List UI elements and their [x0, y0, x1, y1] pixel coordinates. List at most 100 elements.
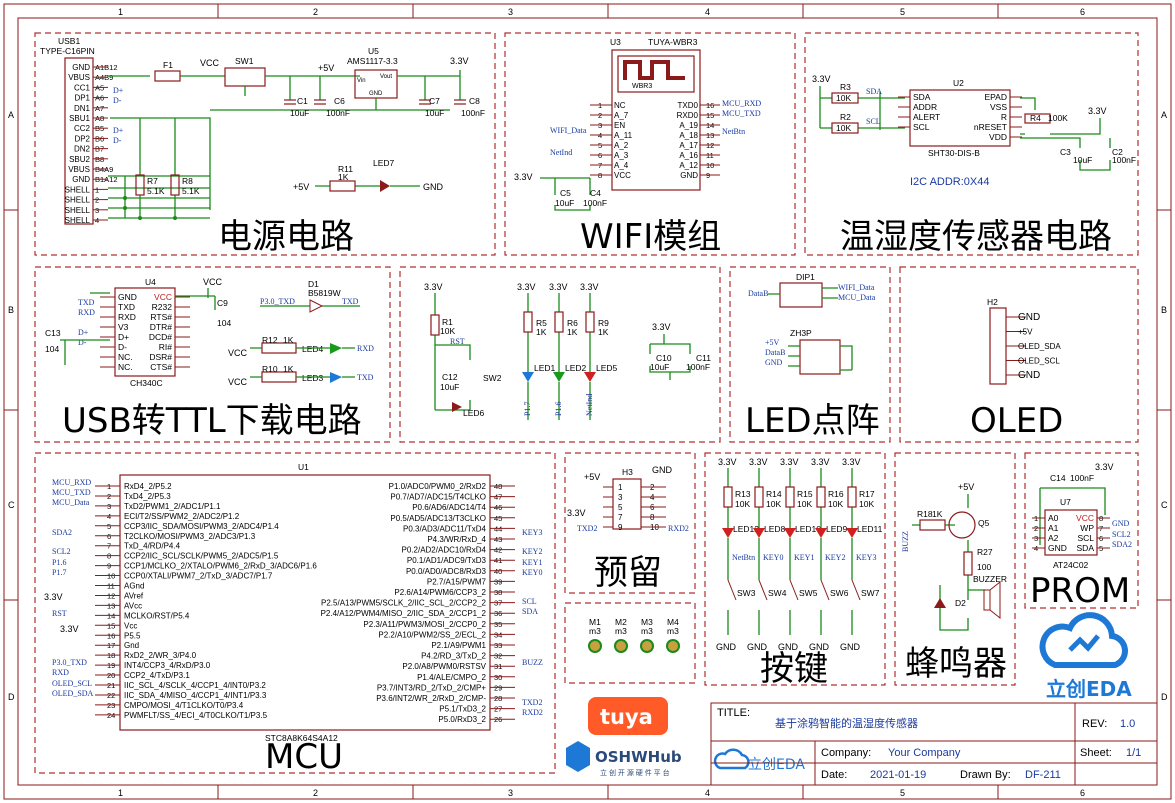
buzzer-ref: BUZZER	[973, 574, 1007, 584]
wifi-wires	[540, 177, 591, 211]
keys-circuit: 3.3VR1310KLED12NetBtnSW3GND3.3VR1410KLED…	[716, 457, 883, 652]
mcu-left-pin-19: CCP2_4/TxD/P3.1	[124, 671, 190, 680]
mcu-net-rst: RST	[52, 609, 67, 618]
wifi-net-mcu-txd: MCU_TXD	[722, 109, 761, 118]
usb-pin-5: SBU1	[69, 114, 90, 123]
u4-body	[114, 287, 176, 377]
zh3p-wires	[788, 345, 853, 371]
wifi-33v: 3.3V	[514, 172, 533, 182]
title-power: 电源电路	[218, 217, 354, 257]
c10-value: 10uF	[650, 362, 669, 372]
mcu-left-pin-4: CCP3/IIC_SDA/MOSI/PWM3_2/ADC4/P1.4	[124, 522, 279, 531]
mcu-right-pin-0: P1.0/ADC0/PWM0_2/RxD2	[389, 482, 487, 491]
tb-title: 基于涂鸦智能的温湿度传感器	[775, 716, 918, 730]
section-keys-box	[704, 452, 886, 686]
key-r-ref-3: R16	[828, 489, 844, 499]
key-sw-ref-2: SW5	[799, 588, 818, 598]
mcu-net-scl2: SCL2	[52, 547, 71, 556]
h3-33v: 3.3V	[567, 508, 586, 518]
title-sensor: 温湿度传感器电路	[840, 217, 1112, 257]
reset-circuit: 3.3V R1 10K RST C12 10uF SW2 LED6 3.3V 3…	[424, 282, 711, 420]
grid-row-b-right: B	[1161, 305, 1167, 315]
mcu-right-pin-21: P5.1/TxD3_2	[439, 705, 486, 714]
key-sw-ref-0: SW3	[737, 588, 756, 598]
hole-ref-2: M3	[641, 617, 653, 627]
buzzer-5v: +5V	[958, 482, 974, 492]
c2-value: 100nF	[1112, 155, 1136, 165]
mcu-right-pin-8: P0.0/AD0/ADC8/RxD3	[406, 567, 487, 576]
u5-gnd: GND	[369, 91, 383, 97]
prom-wires	[1039, 487, 1106, 545]
mcu-left-pin-12: AVcc	[124, 601, 142, 610]
mcu-left-pin-2: TxD2/PWM1_2/ADC1/P1.1	[124, 502, 221, 511]
usb-pin-6: CC2	[74, 124, 91, 133]
sensor-wires	[819, 86, 905, 130]
ch340-right-pin-7: CTS#	[150, 362, 172, 372]
antenna-icon	[623, 60, 685, 80]
oshw-text: OSHWHub	[595, 748, 682, 766]
mcu-right-pin-18: P1.4/ALE/CMPO_2	[417, 673, 486, 682]
r8-resistor	[170, 174, 180, 196]
ch340-pins: GNDTXDRXDV3D+D-NC.NC.VCCR232RTS#DTR#DCD#…	[100, 292, 190, 372]
mcu-circuit: U1 RxD4_2/P5.21TxD4_2/P5.32TxD2/PWM1_2/A…	[44, 462, 543, 743]
u1-part: STC8A8K64S4A12	[265, 733, 338, 743]
key-switch-icon	[758, 579, 768, 601]
r11-ref: R11	[338, 164, 353, 174]
key-net-4: KEY3	[856, 553, 876, 562]
hole-value-0: m3	[589, 626, 601, 636]
key-net-1: KEY0	[763, 553, 783, 562]
f1-ref: F1	[163, 60, 173, 70]
title-wifi: WIFI模组	[580, 217, 721, 257]
c6-value: 100nF	[326, 108, 350, 118]
ch340-left-pin-5: D-	[118, 342, 127, 352]
d2-diode-icon	[934, 598, 946, 608]
wifi-right-pin-6: A_12	[679, 161, 698, 170]
sw2-ref: SW2	[483, 373, 502, 383]
key-sw-ref-4: SW7	[861, 588, 880, 598]
led4-icon	[330, 343, 342, 354]
key-switch-icon	[727, 579, 737, 601]
wifi-left-pin-1: A_7	[614, 111, 629, 120]
ch340-left-pin-6: NC.	[118, 352, 133, 362]
u3-body	[611, 49, 701, 191]
hole-ref-1: M2	[615, 617, 627, 627]
mcu-left-pin-9: CCP0/XTALI/PWM7_2/TxD_3/ADC7/P1.7	[124, 572, 273, 581]
usb-dplus-1: D+	[113, 86, 124, 95]
dip1-net-wifi: WIFI_Data	[838, 283, 875, 292]
usb-pin-13: SHELL	[65, 196, 91, 205]
key-sw-ref-3: SW6	[830, 588, 849, 598]
c11-value: 100nF	[686, 362, 710, 372]
u5-part: AMS1117-3.3	[347, 56, 398, 66]
title-usb-ttl: USB转TTL下载电路	[62, 401, 362, 441]
r1-ref: R1	[442, 317, 453, 327]
grid-frame	[4, 4, 1171, 799]
mcu-left-pin-3: ECI/T2/SS/PWM2_2/ADC2/P1.2	[124, 512, 240, 521]
usb-pin-2: CC1	[74, 83, 91, 92]
key-33v-1: 3.3V	[749, 457, 768, 467]
dip1-net-mcu: MCU_Data	[838, 293, 876, 302]
tb-drawn: DF-211	[1025, 769, 1061, 781]
tb-company-label: Company:	[821, 747, 871, 759]
c11-ref: C11	[696, 353, 711, 363]
ttl-net-p30: P3.0_TXD	[260, 297, 295, 306]
lceda-small-logo: 立创EDA	[713, 748, 805, 773]
mcu-right-pin-3: P0.5/AD5/ADC13/T3CLKO	[390, 514, 486, 523]
c4-ref: C4	[590, 188, 601, 198]
r10-value: 1K	[283, 364, 294, 374]
mcu-right-pin-2: P0.6/AD6/ADC14/T4	[412, 503, 486, 512]
led-column-wires	[527, 293, 591, 420]
mcu-net-txd2: TXD2	[522, 698, 542, 707]
power-wires	[108, 75, 450, 219]
u3-part: TUYA-WBR3	[648, 37, 698, 47]
wifi-left-pin-0: NC	[614, 101, 626, 110]
grid-row-d-right: D	[1161, 692, 1168, 702]
grid-col-1: 1	[118, 7, 123, 17]
section-reset-box	[399, 266, 721, 443]
h3-ref: H3	[622, 467, 633, 477]
prom-33v: 3.3V	[1095, 462, 1114, 472]
r1-resistor	[430, 314, 440, 336]
ch340-left-pin-3: V3	[118, 322, 129, 332]
mcu-net-p17: P1.7	[52, 568, 66, 577]
